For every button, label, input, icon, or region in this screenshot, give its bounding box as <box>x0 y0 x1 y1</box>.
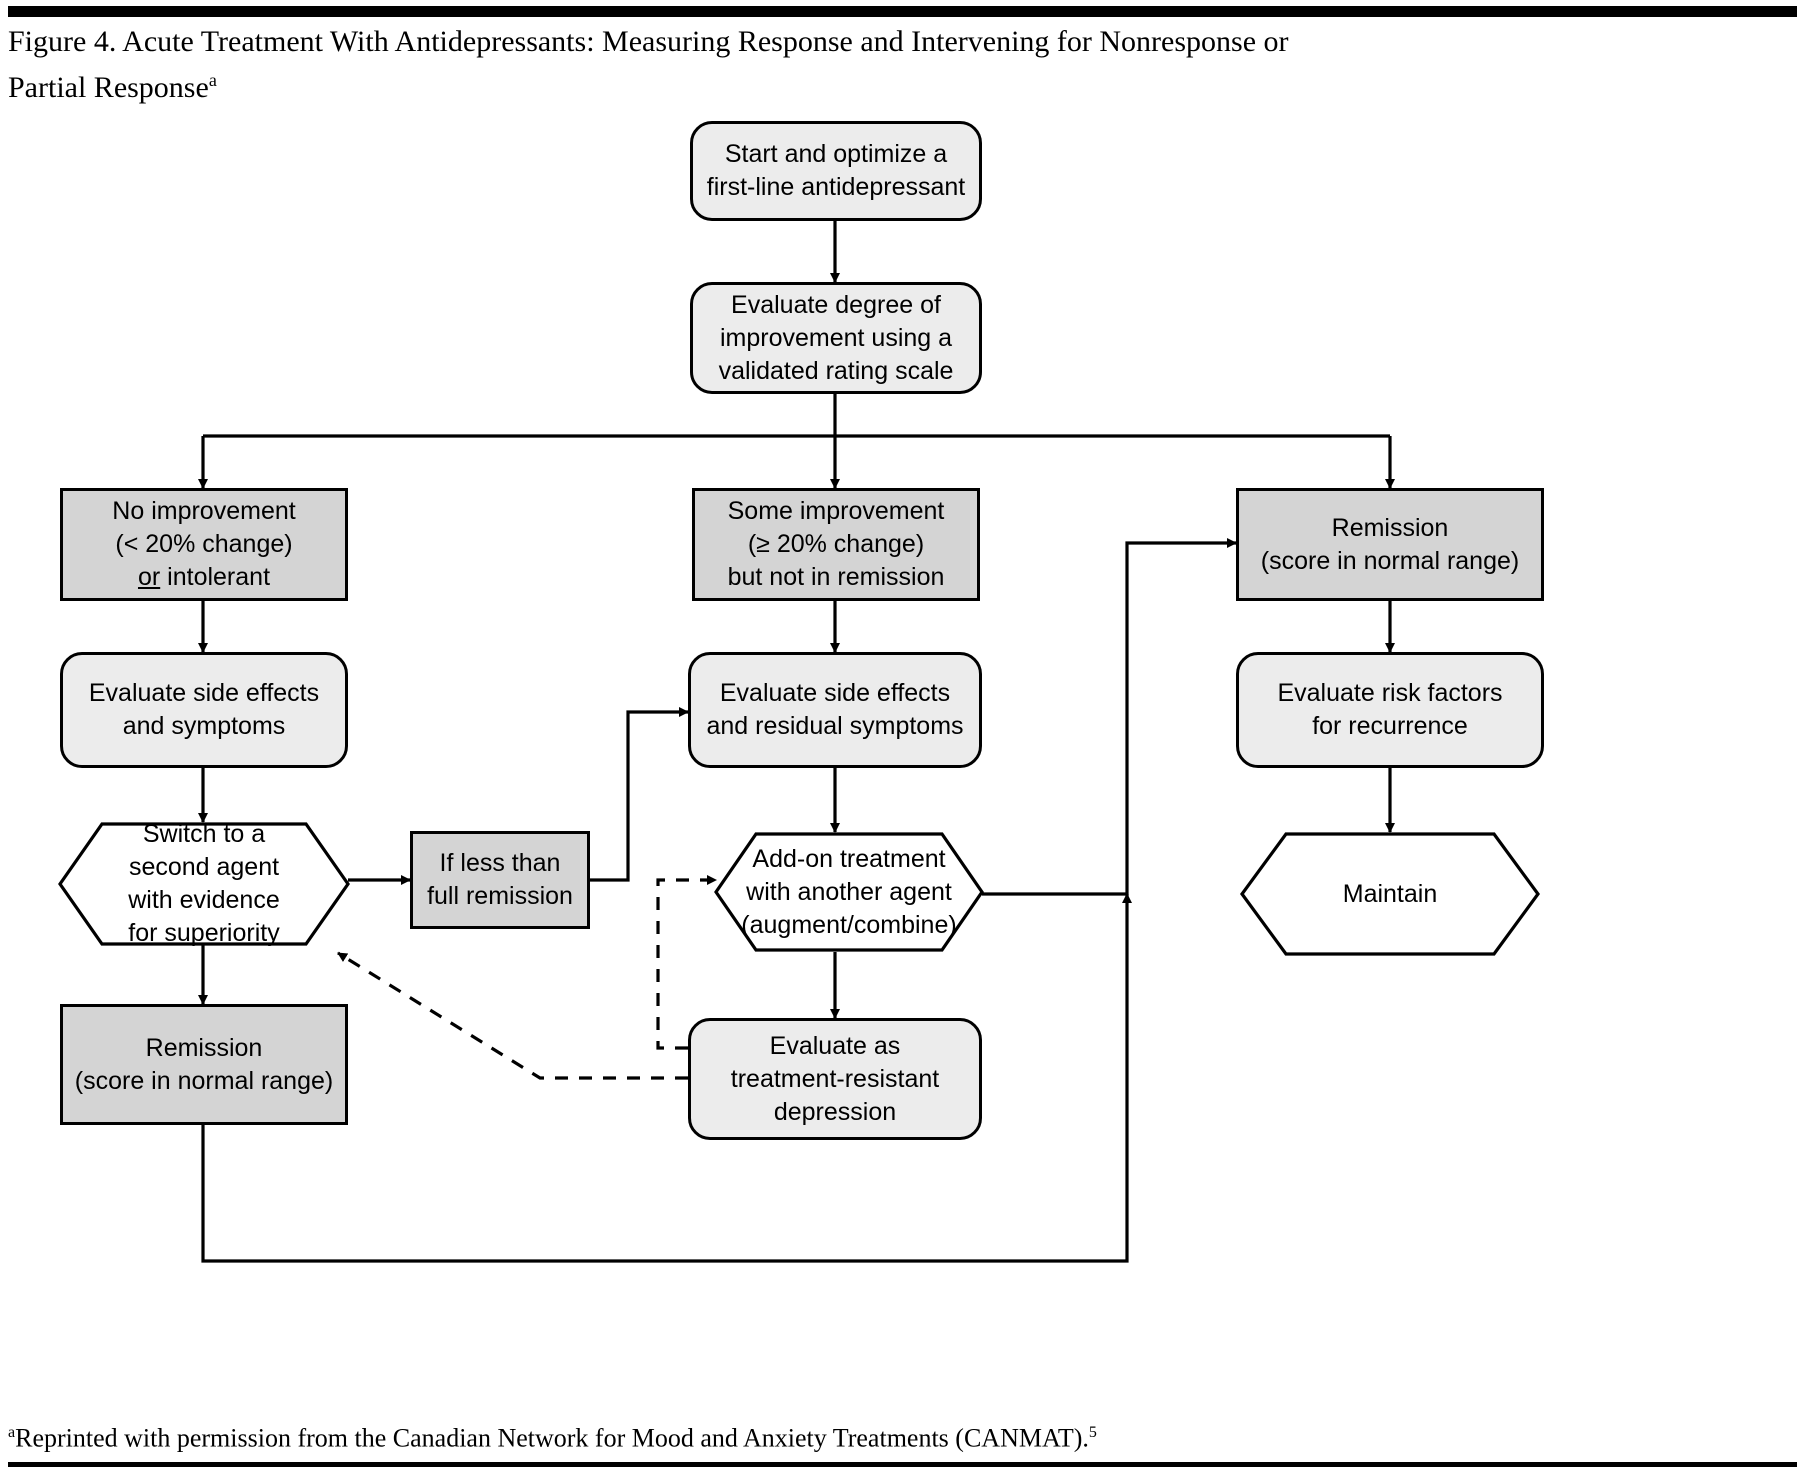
top-rule <box>8 6 1797 17</box>
footnote-reference-number: 5 <box>1088 1424 1097 1441</box>
node-no-improvement-label: No improvement(< 20% change)or intoleran… <box>112 497 296 591</box>
node-maintain[interactable]: Maintain <box>1240 832 1540 956</box>
figure-title-line2: Partial Response <box>8 71 209 104</box>
footnote-marker: a <box>8 1424 16 1441</box>
hexagon-shape-switch <box>58 822 350 946</box>
footnote-text: Reprinted with permission from the Canad… <box>15 1423 1089 1453</box>
figure-footnote: aReprinted with permission from the Cana… <box>8 1418 1738 1454</box>
node-remission-right-label: Remission(score in normal range) <box>1260 513 1520 575</box>
figure-title-line1: Figure 4. Acute Treatment With Antidepre… <box>8 25 1289 58</box>
node-some-improvement[interactable]: Some improvement(≥ 20% change)but not in… <box>692 488 980 601</box>
hexagon-shape-maintain <box>1240 832 1540 956</box>
figure-title: Figure 4. Acute Treatment With Antidepre… <box>8 22 1738 107</box>
node-maintain-label: Maintain <box>1342 879 1438 908</box>
edge-addon-to-remissionright <box>982 538 1237 896</box>
node-remission-right[interactable]: Remission(score in normal range) <box>1236 488 1544 601</box>
node-remission-left-label: Remission(score in normal range) <box>74 1033 334 1095</box>
node-no-improvement[interactable]: No improvement(< 20% change)or intoleran… <box>60 488 348 601</box>
node-some-improvement-label: Some improvement(≥ 20% change)but not in… <box>727 497 945 591</box>
hexagon-shape-addon <box>714 832 984 952</box>
figure-title-footnote-marker: a <box>208 70 217 90</box>
bottom-rule <box>8 1462 1797 1467</box>
edge-ifless-to-evalresidual <box>590 707 689 882</box>
node-remission-left[interactable]: Remission(score in normal range) <box>60 1004 348 1125</box>
edge-tresistant-to-switch-dashed <box>337 951 688 1080</box>
